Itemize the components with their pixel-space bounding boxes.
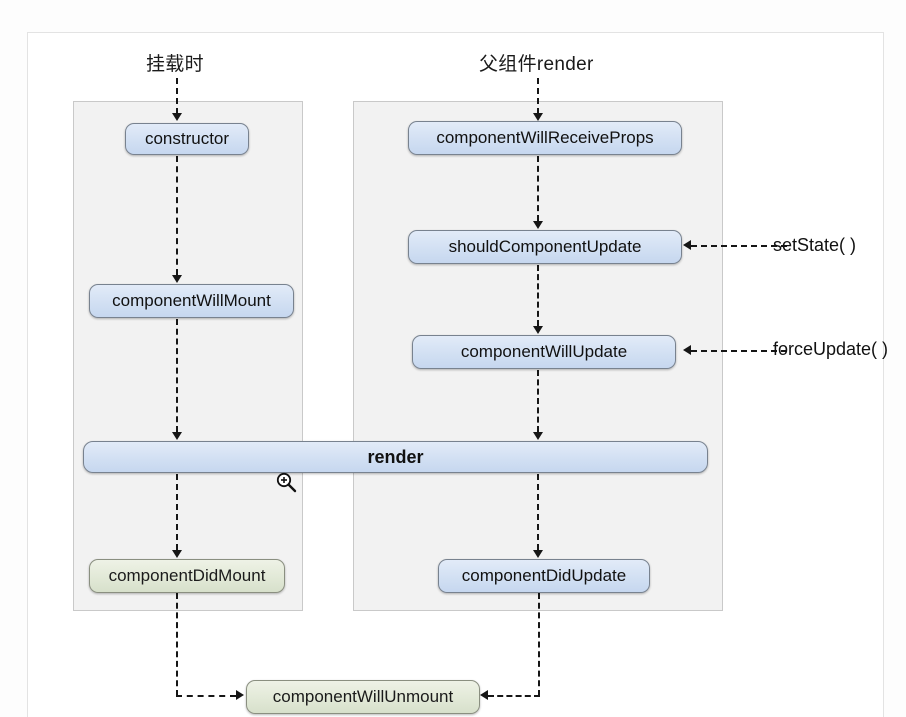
lifecycle-node-component-will-update[interactable]: componentWillUpdate	[412, 335, 676, 369]
arrow-willmount-to-render	[172, 432, 182, 440]
connector-willupdate-to-render	[537, 370, 539, 432]
connector-forceupdate	[691, 350, 787, 352]
slide-frame: 挂载时 父组件render constructor componentWillM…	[27, 32, 888, 717]
arrow-didupdate-to-unmount	[480, 690, 488, 700]
arrow-willreceiveprops-to-shouldupdate	[533, 221, 543, 229]
arrow-render-to-didmount	[172, 550, 182, 558]
connector-heading-to-constructor	[176, 78, 178, 114]
connector-willmount-to-render	[176, 319, 178, 432]
arrow-didmount-to-unmount	[236, 690, 244, 700]
annotation-force-update: forceUpdate( )	[773, 339, 889, 359]
arrow-constructor-to-willmount	[172, 275, 182, 283]
connector-shouldupdate-to-willupdate	[537, 265, 539, 326]
connector-willreceiveprops-to-shouldupdate	[537, 156, 539, 221]
page-background-top	[0, 0, 906, 32]
arrow-shouldupdate-to-willupdate	[533, 326, 543, 334]
lifecycle-node-component-will-mount[interactable]: componentWillMount	[89, 284, 294, 318]
arrow-heading-to-constructor	[172, 113, 182, 121]
mounting-phase-panel	[73, 101, 303, 611]
connector-didmount-to-unmount-horizontal	[176, 695, 236, 697]
lifecycle-node-component-will-receive-props[interactable]: componentWillReceiveProps	[408, 121, 682, 155]
page-background-left	[0, 0, 27, 717]
connector-didupdate-to-unmount-horizontal	[488, 695, 540, 697]
arrow-heading-to-willreceiveprops	[533, 113, 543, 121]
page-background-right	[884, 0, 906, 717]
lifecycle-node-component-did-update[interactable]: componentDidUpdate	[438, 559, 650, 593]
arrow-forceupdate	[683, 345, 691, 355]
connector-constructor-to-willmount	[176, 156, 178, 275]
connector-didmount-to-unmount-vertical	[176, 593, 178, 696]
lifecycle-node-constructor[interactable]: constructor	[125, 123, 249, 155]
arrow-render-to-didupdate	[533, 550, 543, 558]
arrow-setstate	[683, 240, 691, 250]
connector-setstate	[691, 245, 787, 247]
lifecycle-node-should-component-update[interactable]: shouldComponentUpdate	[408, 230, 682, 264]
column-heading-mounting: 挂载时	[146, 54, 204, 75]
connector-heading-to-willreceiveprops	[537, 78, 539, 114]
zoom-in-magnifier-icon	[275, 471, 297, 493]
connector-render-to-didupdate	[537, 474, 539, 550]
annotation-set-state: setState( )	[773, 235, 857, 255]
column-heading-parent-render: 父组件render	[479, 54, 594, 75]
lifecycle-node-component-did-mount[interactable]: componentDidMount	[89, 559, 285, 593]
arrow-willupdate-to-render	[533, 432, 543, 440]
lifecycle-node-component-will-unmount[interactable]: componentWillUnmount	[246, 680, 480, 714]
lifecycle-node-render[interactable]: render	[83, 441, 708, 473]
connector-didupdate-to-unmount-vertical	[538, 593, 540, 696]
connector-render-to-didmount	[176, 474, 178, 550]
